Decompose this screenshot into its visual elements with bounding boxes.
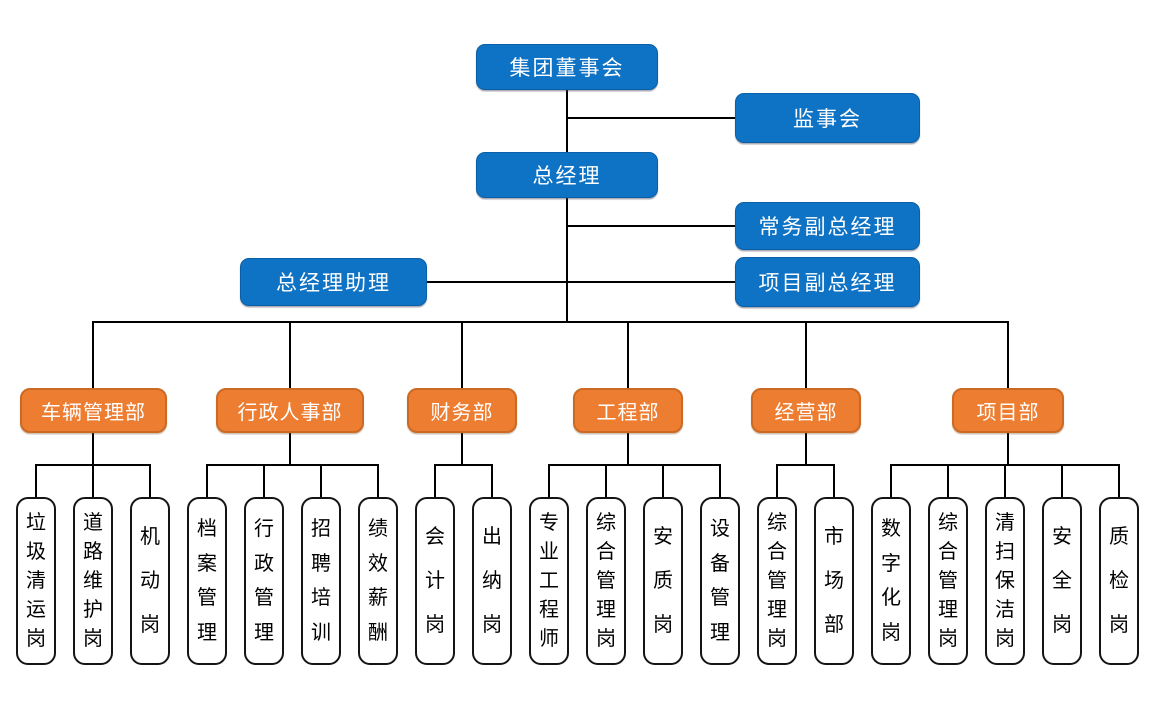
connector xyxy=(719,464,721,497)
connector xyxy=(1118,464,1120,497)
connector xyxy=(1007,321,1009,388)
connector xyxy=(627,321,629,388)
connector xyxy=(149,464,151,497)
position-label: 道路维护岗 xyxy=(83,511,103,650)
org-node-position: 设备管理 xyxy=(700,497,740,665)
connector xyxy=(1004,464,1006,497)
connector xyxy=(92,433,94,466)
connector xyxy=(947,464,949,497)
connector xyxy=(605,464,607,497)
connector xyxy=(776,464,835,466)
org-node-position: 数字化岗 xyxy=(871,497,911,665)
connector xyxy=(1007,433,1009,466)
position-label: 设备管理 xyxy=(710,517,730,645)
connector xyxy=(92,464,94,497)
connector xyxy=(377,464,379,497)
connector xyxy=(289,321,291,388)
position-label: 清扫保洁岗 xyxy=(995,511,1015,650)
position-label: 垃圾清运岗 xyxy=(26,511,46,650)
org-node-department-engineering: 工程部 xyxy=(573,388,683,433)
org-node-position: 行政管理 xyxy=(244,497,284,665)
org-node-position: 清扫保洁岗 xyxy=(985,497,1025,665)
position-label: 安全岗 xyxy=(1052,526,1072,636)
position-label: 会计岗 xyxy=(425,526,445,636)
position-label: 安质岗 xyxy=(653,526,673,636)
org-node-position: 专业工程师 xyxy=(529,497,569,665)
org-node-position: 安全岗 xyxy=(1042,497,1082,665)
connector xyxy=(263,464,265,497)
org-node-position: 出纳岗 xyxy=(472,497,512,665)
org-node-position: 绩效薪酬 xyxy=(358,497,398,665)
connector xyxy=(548,464,721,466)
connector xyxy=(461,321,463,388)
org-node-position: 质检岗 xyxy=(1099,497,1139,665)
org-node-position: 安质岗 xyxy=(643,497,683,665)
org-node-gm-assistant: 总经理助理 xyxy=(240,258,427,306)
connector xyxy=(805,433,807,466)
connector xyxy=(566,90,568,152)
position-label: 综合管理岗 xyxy=(767,511,787,650)
connector xyxy=(427,281,735,283)
connector xyxy=(566,197,568,322)
org-node-position: 综合管理岗 xyxy=(928,497,968,665)
connector xyxy=(548,464,550,497)
org-node-position: 会计岗 xyxy=(415,497,455,665)
connector xyxy=(461,433,463,466)
org-node-position: 招聘培训 xyxy=(301,497,341,665)
position-label: 市场部 xyxy=(824,526,844,636)
org-node-department-operations: 经营部 xyxy=(751,388,861,433)
position-label: 综合管理岗 xyxy=(938,511,958,650)
position-label: 数字化岗 xyxy=(881,517,901,645)
connector xyxy=(206,464,208,497)
org-node-department-finance: 财务部 xyxy=(407,388,517,433)
connector xyxy=(567,117,735,119)
org-node-position: 道路维护岗 xyxy=(73,497,113,665)
connector xyxy=(320,464,322,497)
position-label: 档案管理 xyxy=(197,517,217,645)
org-node-executive-deputy-gm: 常务副总经理 xyxy=(735,202,920,250)
org-node-department-admin-hr: 行政人事部 xyxy=(216,388,364,433)
connector xyxy=(289,433,291,466)
connector xyxy=(92,321,1009,323)
position-label: 行政管理 xyxy=(254,517,274,645)
connector xyxy=(35,464,37,497)
position-label: 专业工程师 xyxy=(539,511,559,650)
position-label: 机动岗 xyxy=(140,526,160,636)
org-node-position: 垃圾清运岗 xyxy=(16,497,56,665)
position-label: 综合管理岗 xyxy=(596,511,616,650)
connector xyxy=(1061,464,1063,497)
connector xyxy=(662,464,664,497)
org-node-general-manager: 总经理 xyxy=(476,152,658,198)
position-label: 绩效薪酬 xyxy=(368,517,388,645)
org-node-supervisory-board: 监事会 xyxy=(735,93,920,143)
connector xyxy=(206,464,379,466)
org-node-project-deputy-gm: 项目副总经理 xyxy=(735,257,920,307)
connector xyxy=(491,464,493,497)
org-node-board: 集团董事会 xyxy=(476,44,658,90)
org-node-position: 机动岗 xyxy=(130,497,170,665)
org-node-position: 市场部 xyxy=(814,497,854,665)
connector xyxy=(805,321,807,388)
connector xyxy=(567,225,735,227)
connector xyxy=(776,464,778,497)
org-node-department-vehicle-mgmt: 车辆管理部 xyxy=(20,388,167,433)
org-node-position: 综合管理岗 xyxy=(586,497,626,665)
connector xyxy=(833,464,835,497)
connector xyxy=(890,464,892,497)
org-node-position: 综合管理岗 xyxy=(757,497,797,665)
connector xyxy=(92,321,94,388)
org-node-department-project: 项目部 xyxy=(952,388,1064,433)
connector xyxy=(627,433,629,466)
position-label: 质检岗 xyxy=(1109,526,1129,636)
connector xyxy=(434,464,436,497)
org-node-position: 档案管理 xyxy=(187,497,227,665)
position-label: 招聘培训 xyxy=(311,517,331,645)
connector xyxy=(434,464,493,466)
position-label: 出纳岗 xyxy=(482,526,502,636)
